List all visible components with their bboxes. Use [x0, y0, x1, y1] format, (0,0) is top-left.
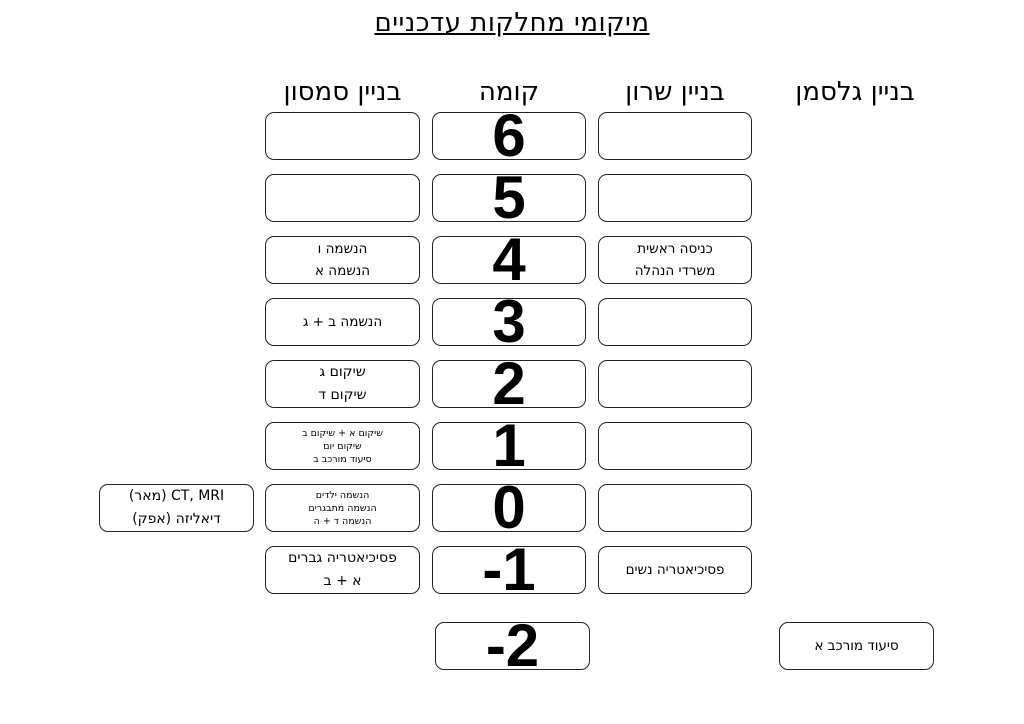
department-label: הנשמה ו — [317, 241, 368, 257]
samson-floor-minus-1-box: פסיכיאטריה גברים א + ב — [265, 546, 420, 594]
floor-1-box: 1 — [432, 416, 586, 476]
department-label: שיקום א + שיקום ב — [302, 427, 383, 439]
header-sharon-building: בניין שרון — [625, 77, 725, 107]
floor-minus-2-box: -2 — [435, 616, 590, 676]
department-label: פסיכיאטריה גברים — [288, 550, 397, 566]
department-label: שיקום ג — [319, 364, 366, 380]
department-label: א + ב — [323, 573, 362, 589]
sharon-floor-5-box — [598, 174, 752, 222]
floor-5-box: 5 — [432, 168, 586, 228]
samson-floor-1-box: שיקום א + שיקום ב שיקום יום סיעוד מורכב … — [265, 422, 420, 470]
department-label: שיקום ד — [318, 387, 367, 403]
page-title: מיקומי מחלקות עדכניים — [374, 8, 650, 38]
floor-3-box: 3 — [432, 292, 586, 352]
department-label: הנשמה ילדים — [315, 489, 370, 501]
department-label: דיאליזה (אפק) — [132, 511, 221, 527]
floor-number: 0 — [492, 474, 526, 541]
department-label: הנשמה מתבגרים — [308, 502, 377, 514]
floor-6-box: 6 — [432, 106, 586, 166]
department-label: שיקום יום — [323, 440, 362, 452]
floor-number: 2 — [492, 350, 526, 417]
samson-floor-3-box: הנשמה ב + ג — [265, 298, 420, 346]
sharon-floor-2-box — [598, 360, 752, 408]
floor-number: 4 — [492, 226, 526, 293]
floor-0-box: 0 — [432, 478, 586, 538]
sharon-floor-4-box: כניסה ראשית משרדי הנהלה — [598, 236, 752, 284]
sharon-floor-6-box — [598, 112, 752, 160]
samson-floor-0-box: הנשמה ילדים הנשמה מתבגרים הנשמה ד + ה — [265, 484, 420, 532]
department-label: משרדי הנהלה — [634, 263, 716, 279]
floor-4-box: 4 — [432, 230, 586, 290]
department-label: הנשמה ב + ג — [302, 314, 383, 330]
floor-number: -2 — [485, 612, 540, 679]
samson-floor-6-box — [265, 112, 420, 160]
header-glasman-building: בניין גלסמן — [795, 77, 915, 107]
floor-number: 1 — [492, 412, 526, 479]
header-floor: קומה — [478, 77, 540, 107]
samson-floor-2-box: שיקום ג שיקום ד — [265, 360, 420, 408]
department-label: הנשמה ד + ה — [313, 515, 372, 527]
floor-number: 6 — [492, 102, 526, 169]
sharon-floor-3-box — [598, 298, 752, 346]
floor-number: -1 — [482, 536, 536, 603]
sharon-floor-1-box — [598, 422, 752, 470]
department-label: כניסה ראשית — [637, 241, 713, 257]
floor-number: 3 — [492, 288, 526, 355]
samson-floor-4-box: הנשמה ו הנשמה א — [265, 236, 420, 284]
floor-minus-1-box: -1 — [432, 540, 586, 600]
department-label: פסיכיאטריה נשים — [625, 562, 725, 578]
header-samson-building: בניין סמסון — [283, 77, 402, 107]
department-label: סיעוד מורכב ב — [313, 453, 372, 465]
sharon-floor-0-box — [598, 484, 752, 532]
floor-2-box: 2 — [432, 354, 586, 414]
sharon-floor-minus-1-box: פסיכיאטריה נשים — [598, 546, 752, 594]
floor-number: 5 — [492, 164, 526, 231]
department-label: הנשמה א — [314, 263, 371, 279]
department-label: סיעוד מורכב א — [814, 638, 899, 654]
imaging-dialysis-box: CT, MRI (מאר) דיאליזה (אפק) — [99, 484, 254, 532]
department-label: CT, MRI (מאר) — [128, 488, 225, 504]
glasman-floor-minus-2-box: סיעוד מורכב א — [779, 622, 934, 670]
samson-floor-5-box — [265, 174, 420, 222]
